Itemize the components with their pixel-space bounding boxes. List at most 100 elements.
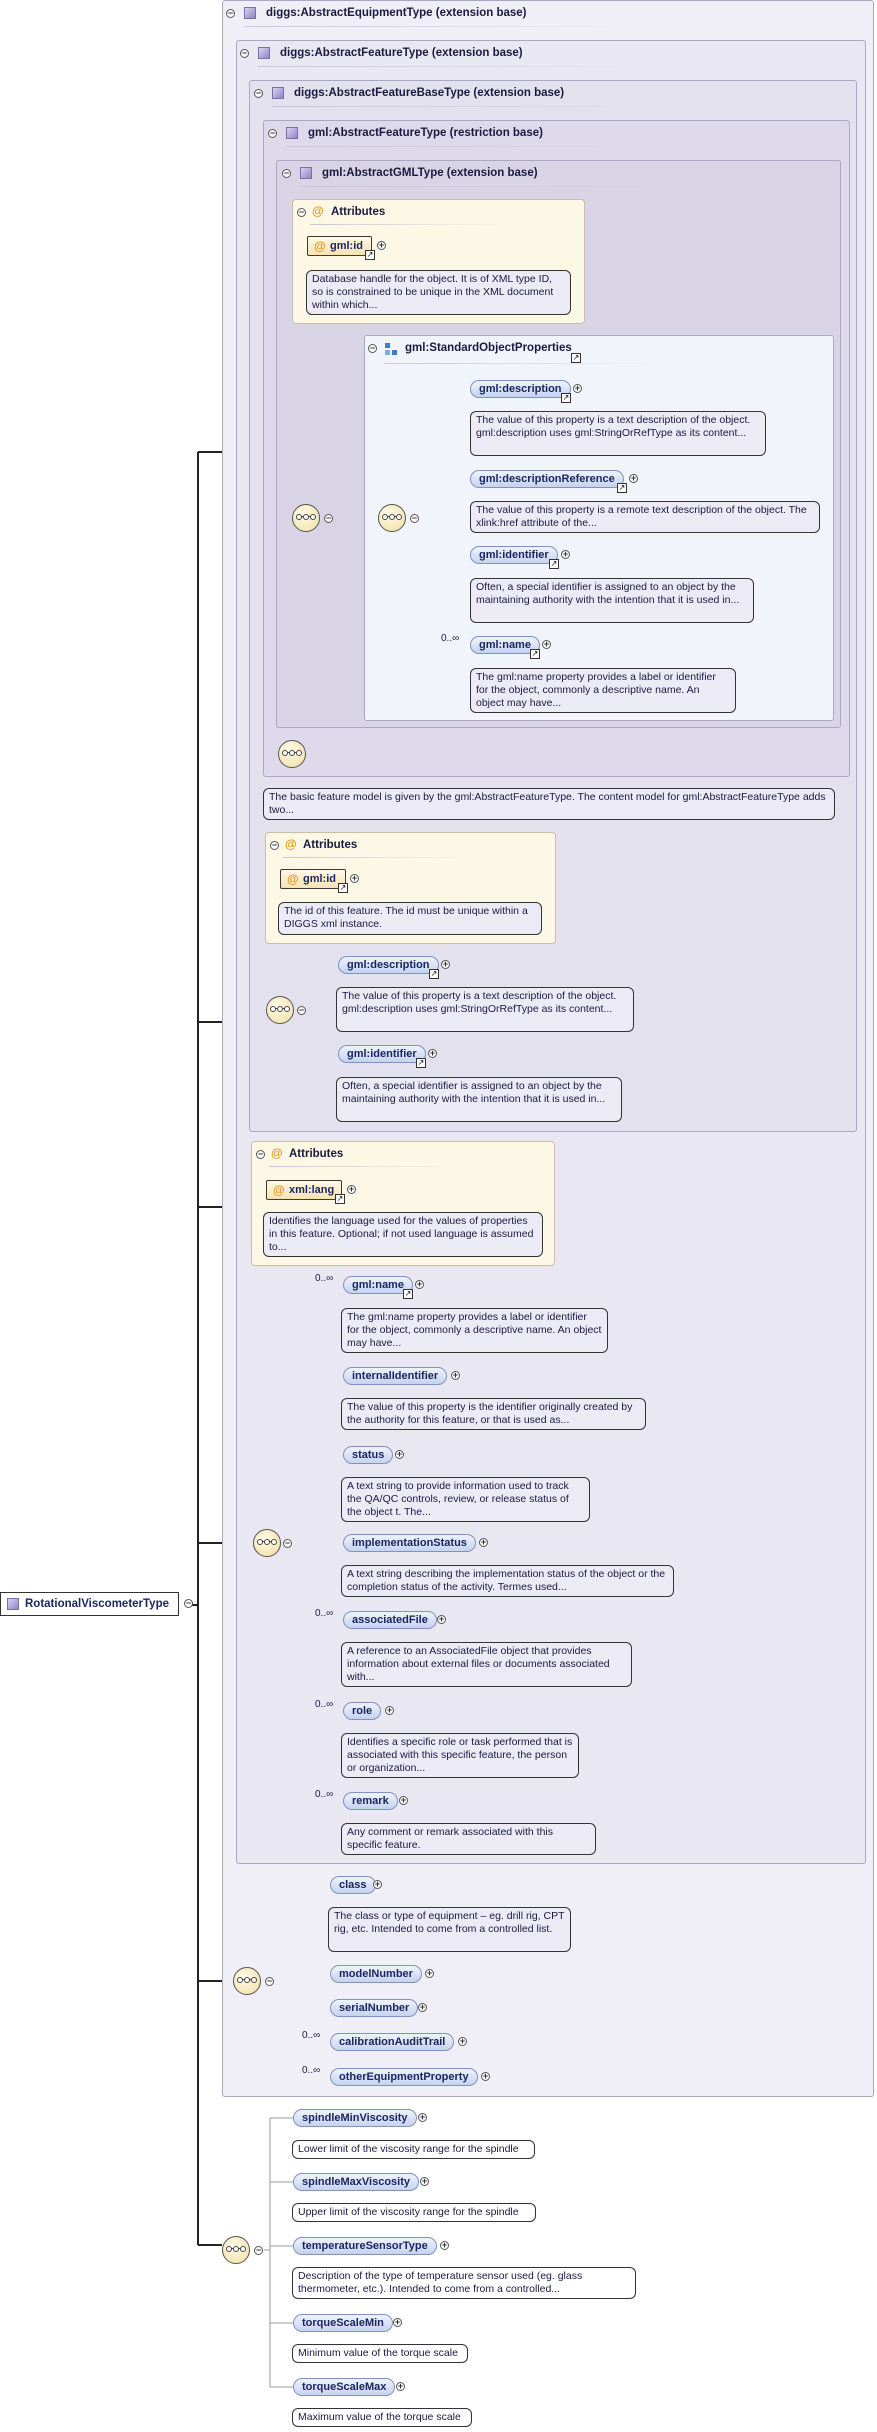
- feature-implementation-status[interactable]: implementationStatus: [343, 1534, 476, 1552]
- std-prop-name-doc: The gml:name property provides a label o…: [470, 668, 736, 713]
- std-prop-description-reference[interactable]: gml:descriptionReference: [470, 470, 624, 488]
- sequence-compositor-icon[interactable]: [222, 2236, 250, 2264]
- expand-icon[interactable]: +: [385, 1705, 394, 1715]
- expand-icon[interactable]: +: [542, 639, 551, 649]
- collapse-toggle-icon[interactable]: −: [265, 1976, 274, 1986]
- temperature-sensor-type[interactable]: temperatureSensorType: [293, 2237, 437, 2255]
- sequence-compositor-icon[interactable]: [378, 504, 406, 532]
- expand-icon[interactable]: +: [479, 1537, 488, 1547]
- collapse-toggle-icon[interactable]: −: [240, 48, 249, 58]
- link-arrow-icon[interactable]: ↗: [403, 1289, 413, 1299]
- link-arrow-icon[interactable]: ↗: [365, 250, 375, 260]
- xml-lang-doc: Identifies the language used for the val…: [263, 1212, 543, 1257]
- xml-lang-attribute[interactable]: @xml:lang: [266, 1180, 342, 1200]
- expand-icon[interactable]: +: [395, 1449, 404, 1459]
- expand-icon[interactable]: +: [629, 473, 638, 483]
- collapse-toggle-icon[interactable]: −: [297, 1005, 306, 1015]
- gml-id-attribute[interactable]: @gml:id: [307, 236, 372, 256]
- feature-internal-identifier[interactable]: internalIdentifier: [343, 1367, 448, 1385]
- collapse-toggle-icon[interactable]: −: [324, 513, 333, 523]
- link-arrow-icon[interactable]: ↗: [416, 1058, 426, 1068]
- collapse-toggle-icon[interactable]: −: [368, 343, 377, 353]
- expand-icon[interactable]: +: [396, 2381, 405, 2391]
- feature-associated-file[interactable]: associatedFile: [343, 1611, 437, 1629]
- sequence-compositor-icon[interactable]: [253, 1529, 281, 1557]
- collapse-toggle-icon[interactable]: −: [282, 168, 291, 178]
- equipment-model-number[interactable]: modelNumber: [330, 1965, 422, 1983]
- expand-icon[interactable]: +: [393, 2317, 402, 2327]
- link-arrow-icon[interactable]: ↗: [617, 483, 627, 493]
- sequence-compositor-icon[interactable]: [233, 1967, 261, 1995]
- expand-icon[interactable]: +: [441, 959, 450, 969]
- std-prop-description[interactable]: gml:description: [470, 380, 571, 398]
- collapse-toggle-icon[interactable]: −: [410, 513, 419, 523]
- sequence-compositor-icon[interactable]: [292, 504, 320, 532]
- std-prop-name[interactable]: gml:name: [470, 636, 540, 654]
- expand-icon[interactable]: +: [347, 1184, 356, 1194]
- collapse-toggle-icon[interactable]: −: [256, 1149, 265, 1159]
- link-arrow-icon[interactable]: ↗: [561, 393, 571, 403]
- expand-icon[interactable]: +: [451, 1370, 460, 1380]
- expand-icon[interactable]: +: [481, 2071, 490, 2081]
- collapse-toggle-icon[interactable]: −: [283, 1538, 292, 1548]
- gml-feature-title: gml:AbstractFeatureType (restriction bas…: [308, 127, 543, 139]
- header-rule: [269, 1166, 459, 1167]
- expand-icon[interactable]: +: [425, 1968, 434, 1978]
- expand-icon[interactable]: +: [377, 240, 386, 250]
- expand-icon[interactable]: +: [561, 549, 570, 559]
- equipment-serial-number[interactable]: serialNumber: [330, 1999, 419, 2017]
- expand-icon[interactable]: +: [437, 1614, 446, 1624]
- collapse-toggle-icon[interactable]: −: [270, 840, 279, 850]
- expand-icon[interactable]: +: [350, 873, 359, 883]
- feature-base-identifier[interactable]: gml:identifier: [338, 1045, 426, 1063]
- expand-icon[interactable]: +: [399, 1795, 408, 1805]
- temperature-sensor-type-doc: Description of the type of temperature s…: [292, 2267, 636, 2299]
- expand-icon[interactable]: +: [418, 2002, 427, 2012]
- collapse-toggle-icon[interactable]: −: [226, 8, 235, 18]
- torque-scale-max[interactable]: torqueScaleMax: [293, 2378, 396, 2396]
- equipment-other-property[interactable]: otherEquipmentProperty: [330, 2068, 478, 2086]
- feature-id-attribute[interactable]: @gml:id: [280, 869, 346, 889]
- link-arrow-icon[interactable]: ↗: [530, 649, 540, 659]
- root-type[interactable]: RotationalViscometerType: [0, 1592, 179, 1616]
- feature-remark[interactable]: remark: [343, 1792, 398, 1810]
- sequence-compositor-icon[interactable]: [266, 996, 294, 1024]
- feature-role[interactable]: role: [343, 1702, 382, 1720]
- expand-icon[interactable]: +: [458, 2036, 467, 2046]
- collapse-toggle-icon[interactable]: −: [184, 1598, 193, 1608]
- link-arrow-icon[interactable]: ↗: [338, 883, 348, 893]
- spindle-max-viscosity[interactable]: spindleMaxViscosity: [293, 2173, 420, 2191]
- equipment-class[interactable]: class: [330, 1876, 376, 1894]
- gml-id-label: gml:id: [330, 240, 363, 252]
- std-prop-identifier[interactable]: gml:identifier: [470, 546, 558, 564]
- expand-icon[interactable]: +: [415, 1279, 424, 1289]
- expand-icon[interactable]: +: [420, 2176, 429, 2186]
- feature-status[interactable]: status: [343, 1446, 394, 1464]
- header-rule: [283, 857, 473, 858]
- header-rule: [286, 146, 666, 147]
- feature-base-description[interactable]: gml:description: [338, 956, 439, 974]
- gml-base-title: gml:AbstractGMLType (extension base): [322, 167, 538, 179]
- link-arrow-icon[interactable]: ↗: [571, 353, 581, 363]
- collapse-toggle-icon[interactable]: −: [268, 128, 277, 138]
- group-icon: [385, 343, 397, 355]
- expand-icon[interactable]: +: [573, 383, 582, 393]
- expand-icon[interactable]: +: [373, 1879, 382, 1889]
- collapse-toggle-icon[interactable]: −: [297, 207, 306, 217]
- attribute-group-icon: @: [312, 204, 324, 218]
- collapse-toggle-icon[interactable]: −: [254, 2245, 263, 2255]
- link-arrow-icon[interactable]: ↗: [549, 559, 559, 569]
- expand-icon[interactable]: +: [418, 2112, 427, 2122]
- torque-scale-min[interactable]: torqueScaleMin: [293, 2314, 393, 2332]
- xml-lang-label: xml:lang: [289, 1184, 335, 1196]
- link-arrow-icon[interactable]: ↗: [429, 969, 439, 979]
- collapse-toggle-icon[interactable]: −: [254, 88, 263, 98]
- link-arrow-icon[interactable]: ↗: [335, 1194, 345, 1204]
- sequence-compositor-icon[interactable]: [278, 740, 306, 768]
- feature-name[interactable]: gml:name: [343, 1276, 413, 1294]
- equipment-calibration-audit-trail[interactable]: calibrationAuditTrail: [330, 2033, 455, 2051]
- expand-icon[interactable]: +: [440, 2240, 449, 2250]
- spindle-min-viscosity[interactable]: spindleMinViscosity: [293, 2109, 417, 2127]
- expand-icon[interactable]: +: [428, 1048, 437, 1058]
- header-rule: [300, 186, 680, 187]
